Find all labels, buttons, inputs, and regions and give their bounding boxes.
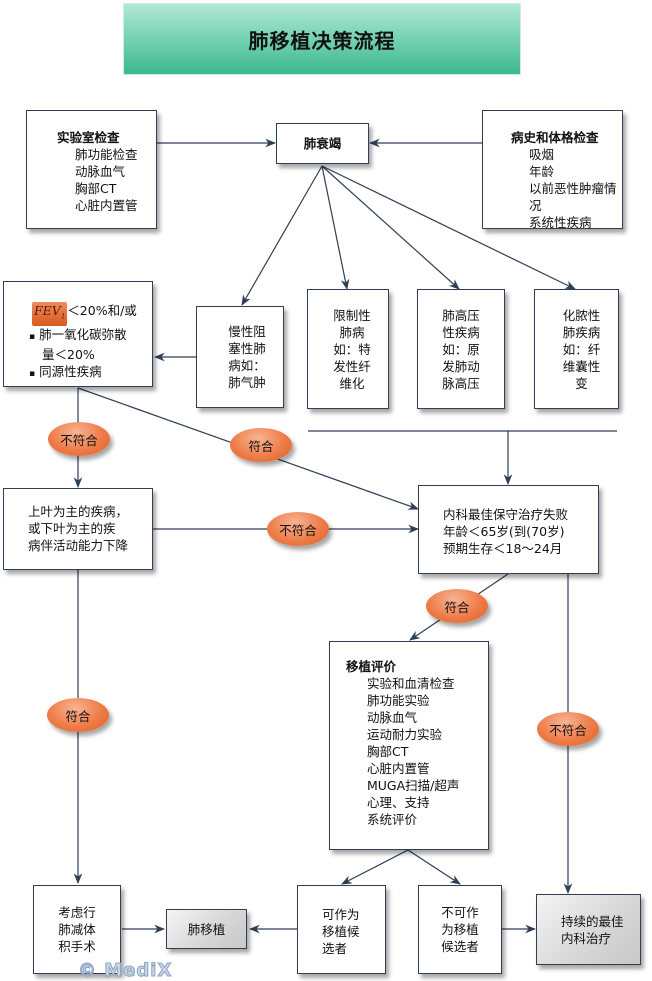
medical-failure-box: 内科最佳保守治疗失败 年龄＜65岁(到(70岁) 预期生存＜18～24月 — [418, 485, 599, 574]
history-exam-heading: 病史和体格检查 — [511, 130, 599, 145]
evaluation-item: 系统评价 — [367, 812, 418, 827]
lab-test-item: 胸部CT — [75, 181, 117, 196]
history-item: 以前恶性肿瘤情况 — [529, 181, 617, 213]
lvrs-line: 积手术 — [58, 939, 96, 954]
restrictive-line: 如：特 — [333, 341, 371, 357]
arrow-failure-to-suppurative — [321, 165, 576, 290]
medical-failure-line: 内科最佳保守治疗失败 — [443, 507, 569, 522]
upper-lobe-line: 上叶为主的疾病， — [28, 504, 129, 519]
copd-line: 塞性肺 — [228, 341, 266, 356]
suppurative-box: 化脓性 肺疾病 如：纤 维囊性 变 — [534, 289, 619, 409]
suppurative-line: 肺疾病 — [562, 324, 601, 340]
suppurative-line: 化脓性 — [562, 307, 601, 323]
restrictive-line: 限制性 — [333, 307, 371, 323]
non-candidate-line: 为移植 — [441, 922, 479, 937]
restrictive-box: 限制性 肺病 如：特 发性纤 维化 — [307, 289, 389, 409]
watermark-logo: © MediX — [77, 960, 173, 981]
pah-line: 如：原 — [442, 341, 480, 357]
evaluation-item: 动脉血气 — [367, 710, 418, 725]
dlco-criterion-cont: 量＜20% — [42, 346, 95, 362]
medical-failure-line: 年龄＜65岁(到(70岁) — [443, 524, 565, 539]
upper-lobe-line: 或下叶为主的疾 — [28, 521, 116, 536]
decision-met-3: 符合 — [426, 589, 488, 623]
non-candidate-line: 候选者 — [441, 939, 479, 954]
lvrs-line: 肺减体 — [58, 922, 96, 937]
history-exam-box: 病史和体格检查 吸烟 年龄 以前恶性肿瘤情况 系统性疾病 — [482, 110, 623, 230]
page-title: 肺移植决策流程 — [248, 28, 396, 53]
restrictive-line: 肺病 — [339, 324, 365, 340]
upper-lobe-line: 病伴活动能力下降 — [28, 538, 129, 553]
lvrs-line: 考虑行 — [58, 905, 96, 920]
history-item: 系统性疾病 — [529, 215, 592, 230]
suppurative-line: 维囊性 — [562, 358, 601, 374]
decision-met-2: 符合 — [47, 698, 109, 732]
continued-line: 内科治疗 — [561, 931, 612, 946]
upper-lobe-box: 上叶为主的疾病， 或下叶为主的疾 病伴活动能力下降 — [3, 488, 153, 570]
arrow-evaluation-to-candidate — [341, 849, 409, 885]
pah-box: 肺高压 性疾病 如：原 发肺动 脉高压 — [417, 289, 505, 409]
lung-transplant-label: 肺移植 — [187, 921, 226, 937]
continued-medical-box: 持续的最佳 内科治疗 — [536, 894, 641, 965]
lab-test-item: 动脉血气 — [75, 164, 126, 179]
history-item: 吸烟 — [529, 147, 555, 162]
copd-line: 病如： — [228, 358, 266, 373]
evaluation-item: 胸部CT — [367, 744, 409, 759]
suppurative-line: 变 — [575, 375, 588, 391]
evaluation-item: MUGA扫描/超声 — [367, 778, 460, 793]
decision-not-met-3: 不符合 — [537, 712, 599, 746]
lab-test-item: 心脏内置管 — [75, 198, 138, 213]
candidate-line: 可作为 — [322, 907, 360, 922]
lab-tests-heading: 实验室检查 — [57, 130, 120, 145]
decision-met-1: 符合 — [230, 428, 292, 462]
decision-not-met-2: 不符合 — [267, 512, 329, 546]
evaluation-item: 运动耐力实验 — [367, 727, 443, 742]
continued-line: 持续的最佳 — [561, 914, 624, 929]
arrow-failure-to-restrictive — [321, 165, 350, 291]
copd-box: 慢性阻 塞性肺 病如： 肺气肿 — [196, 306, 284, 408]
suppurative-line: 如：纤 — [562, 341, 601, 357]
candidate-box: 可作为 移植候 选者 — [297, 885, 386, 974]
medical-failure-line: 预期生存＜18～24月 — [443, 541, 563, 556]
title-banner: 肺移植决策流程 — [123, 3, 521, 75]
evaluation-heading: 移植评价 — [346, 659, 397, 674]
evaluation-item: 实验和血清检查 — [367, 676, 455, 691]
pah-line: 脉高压 — [442, 375, 480, 391]
restrictive-line: 发性纤 — [333, 358, 371, 374]
fev-criterion: FEV1＜20%和/或 — [32, 302, 152, 326]
fev-label: FEV1 — [32, 302, 68, 326]
history-item: 年龄 — [529, 164, 555, 179]
evaluation-item: 肺功能实验 — [367, 693, 430, 708]
transplant-evaluation-box: 移植评价 实验和血清检查 肺功能实验 动脉血气 运动耐力实验 胸部CT 心脏内置… — [329, 641, 489, 850]
criteria-box: FEV1＜20%和/或 肺一氧化碳弥散 量＜20% 同源性疾病 — [3, 281, 153, 387]
restrictive-line: 维化 — [339, 375, 365, 391]
arrow-failure-to-pah — [321, 165, 460, 290]
lab-tests-box: 实验室检查 肺功能检查 动脉血气 胸部CT 心脏内置管 — [26, 110, 157, 229]
homologous-criterion: 同源性疾病 — [29, 363, 152, 383]
arrow-failure-to-copd — [241, 165, 323, 306]
lvrs-box: 考虑行 肺减体 积手术 — [33, 885, 121, 974]
lung-transplant-box: 肺移植 — [166, 909, 247, 949]
lab-test-item: 肺功能检查 — [75, 147, 138, 162]
evaluation-item: 心脏内置管 — [367, 761, 430, 776]
copd-line: 肺气肿 — [228, 375, 266, 390]
lung-failure-box: 肺衰竭 — [276, 123, 369, 164]
copd-line: 慢性阻 — [228, 324, 266, 339]
lung-failure-label: 肺衰竭 — [303, 136, 342, 151]
candidate-line: 选者 — [322, 941, 348, 956]
pah-line: 发肺动 — [442, 358, 480, 374]
non-candidate-box: 不可作 为移植 候选者 — [418, 885, 502, 974]
pah-line: 性疾病 — [442, 324, 480, 340]
decision-not-met-1: 不符合 — [48, 422, 110, 456]
evaluation-item: 心理、支持 — [367, 795, 430, 810]
pah-line: 肺高压 — [442, 307, 480, 323]
dlco-criterion: 肺一氧化碳弥散 — [29, 326, 152, 346]
arrow-evaluation-to-noncandidate — [407, 849, 461, 885]
non-candidate-line: 不可作 — [441, 905, 479, 920]
candidate-line: 移植候 — [322, 924, 360, 939]
